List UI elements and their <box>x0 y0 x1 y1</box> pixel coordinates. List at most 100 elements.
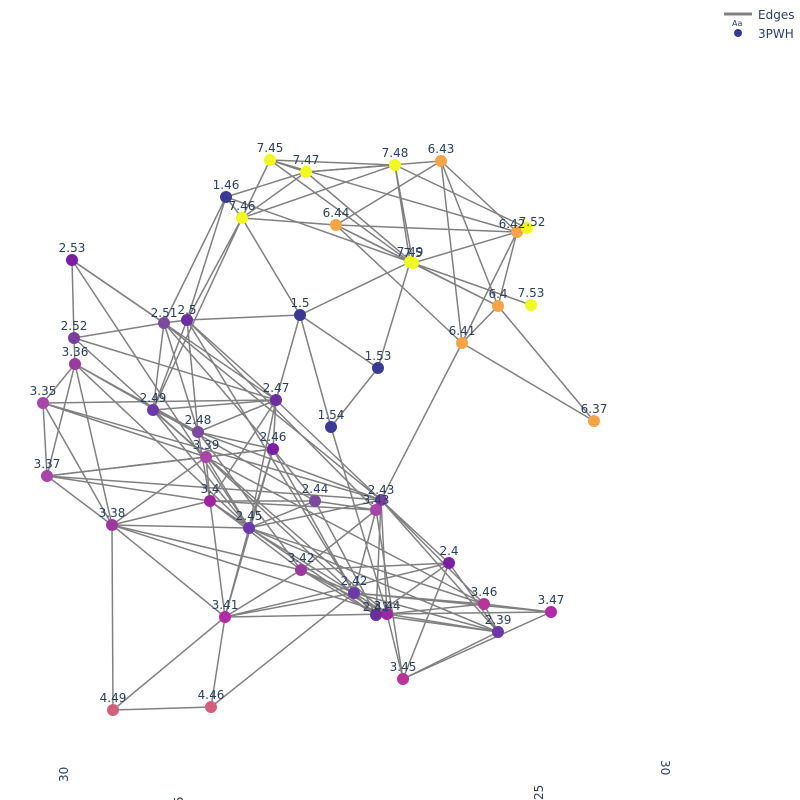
graph-node-n242[interactable] <box>348 587 360 599</box>
graph-node-n253[interactable] <box>66 254 78 266</box>
graph-edge <box>248 499 382 529</box>
graph-edge <box>224 527 250 618</box>
graph-edge <box>314 500 377 511</box>
graph-node-n336[interactable] <box>69 358 81 370</box>
graph-edge <box>209 399 277 502</box>
legend-item-edges[interactable]: Aa Edges <box>724 8 794 28</box>
graph-node-label: 3.36 <box>62 345 89 359</box>
graph-node-label: 7.52 <box>519 215 546 229</box>
graph-edge <box>186 319 277 401</box>
graph-node-n748[interactable] <box>389 159 401 171</box>
graph-node-n153[interactable] <box>372 362 384 374</box>
graph-edge <box>112 706 212 711</box>
graph-node-n75[interactable] <box>407 257 419 269</box>
graph-node-n154[interactable] <box>325 421 337 433</box>
graph-node-n248[interactable] <box>192 426 204 438</box>
legend-item-3pwh[interactable]: 3PWH <box>734 27 794 41</box>
graph-node-n246[interactable] <box>267 443 279 455</box>
graph-edge <box>186 319 199 433</box>
graph-edge <box>205 448 274 458</box>
graph-edge <box>272 399 277 450</box>
axis-tick-label: 5 <box>172 796 186 800</box>
graph-node-n243[interactable] <box>375 494 387 506</box>
graph-node-n346[interactable] <box>478 598 490 610</box>
graph-node-n335[interactable] <box>37 397 49 409</box>
graph-node-label: 4.46 <box>198 688 225 702</box>
graph-node-n25[interactable] <box>181 314 193 326</box>
graph-node-n446[interactable] <box>205 701 217 713</box>
graph-edge <box>241 171 307 219</box>
graph-node-n239[interactable] <box>492 626 504 638</box>
graph-node-n345[interactable] <box>397 673 409 685</box>
graph-node-n752[interactable] <box>521 222 533 234</box>
graph-edge <box>197 431 382 501</box>
graph-edge <box>386 613 404 680</box>
graph-node-n746[interactable] <box>236 212 248 224</box>
graph-edge <box>42 402 113 526</box>
graph-node-n241[interactable] <box>370 609 382 621</box>
graph-edge <box>300 509 377 571</box>
graph-edge <box>152 409 388 615</box>
graph-edge <box>275 399 382 501</box>
graph-node-label: 3.38 <box>99 506 126 520</box>
graph-edge <box>353 592 499 633</box>
graph-node-n15[interactable] <box>294 309 306 321</box>
graph-edge <box>412 262 499 307</box>
graph-node-n642[interactable] <box>511 226 523 238</box>
graph-node-n637[interactable] <box>588 415 600 427</box>
legend-edges-text-icon: Aa <box>732 19 742 28</box>
graph-node-n245[interactable] <box>243 522 255 534</box>
graph-edge <box>386 603 485 615</box>
graph-edge <box>225 171 307 198</box>
graph-node-label: 1.46 <box>213 178 240 192</box>
graph-node-n342[interactable] <box>295 564 307 576</box>
graph-node-n745[interactable] <box>264 154 276 166</box>
graph-node-label: 3.43 <box>363 493 390 507</box>
graph-node-n249[interactable] <box>147 404 159 416</box>
graph-node-label: 2.48 <box>185 413 212 427</box>
graph-node-label: 2.39 <box>485 613 512 627</box>
graph-edge <box>386 611 552 615</box>
graph-edge <box>163 196 227 324</box>
graph-edge <box>299 314 332 428</box>
node-layer <box>37 154 600 716</box>
graph-node-n337[interactable] <box>41 470 53 482</box>
graph-node-n252[interactable] <box>68 332 80 344</box>
graph-edge <box>440 160 499 307</box>
graph-node-label: 2.47 <box>263 381 290 395</box>
graph-edge <box>163 322 274 450</box>
graph-node-label: 3.37 <box>34 457 61 471</box>
graph-node-label: 2.4 <box>439 544 458 558</box>
graph-edge <box>353 592 552 613</box>
graph-node-n343[interactable] <box>370 504 382 516</box>
graph-edge <box>440 160 518 233</box>
graph-node-n449[interactable] <box>107 704 119 716</box>
graph-node-n251[interactable] <box>158 317 170 329</box>
graph-edge <box>241 217 301 316</box>
graph-node-n247[interactable] <box>270 394 282 406</box>
graph-node-n338[interactable] <box>106 519 118 531</box>
graph-node-n339[interactable] <box>200 451 212 463</box>
graph-node-label: 7.48 <box>382 146 409 160</box>
graph-edge <box>335 160 442 226</box>
graph-edge <box>375 509 404 680</box>
graph-edge <box>269 159 396 166</box>
graph-node-n64[interactable] <box>492 300 504 312</box>
graph-node-n24[interactable] <box>443 557 455 569</box>
graph-node-n643[interactable] <box>435 155 447 167</box>
graph-edge <box>111 524 302 571</box>
graph-edge <box>299 314 379 369</box>
graph-edge <box>111 500 211 526</box>
graph-node-label: 7.47 <box>293 153 320 167</box>
graph-edge <box>461 342 595 422</box>
graph-node-n641[interactable] <box>456 337 468 349</box>
graph-node-n146[interactable] <box>220 191 232 203</box>
graph-node-n341[interactable] <box>219 611 231 623</box>
graph-node-n347[interactable] <box>545 606 557 618</box>
graph-node-n34[interactable] <box>204 495 216 507</box>
graph-node-n644[interactable] <box>330 219 342 231</box>
graph-node-n244[interactable] <box>309 495 321 507</box>
graph-node-n753[interactable] <box>525 299 537 311</box>
graph-node-n747[interactable] <box>300 166 312 178</box>
graph-edge <box>197 431 211 502</box>
